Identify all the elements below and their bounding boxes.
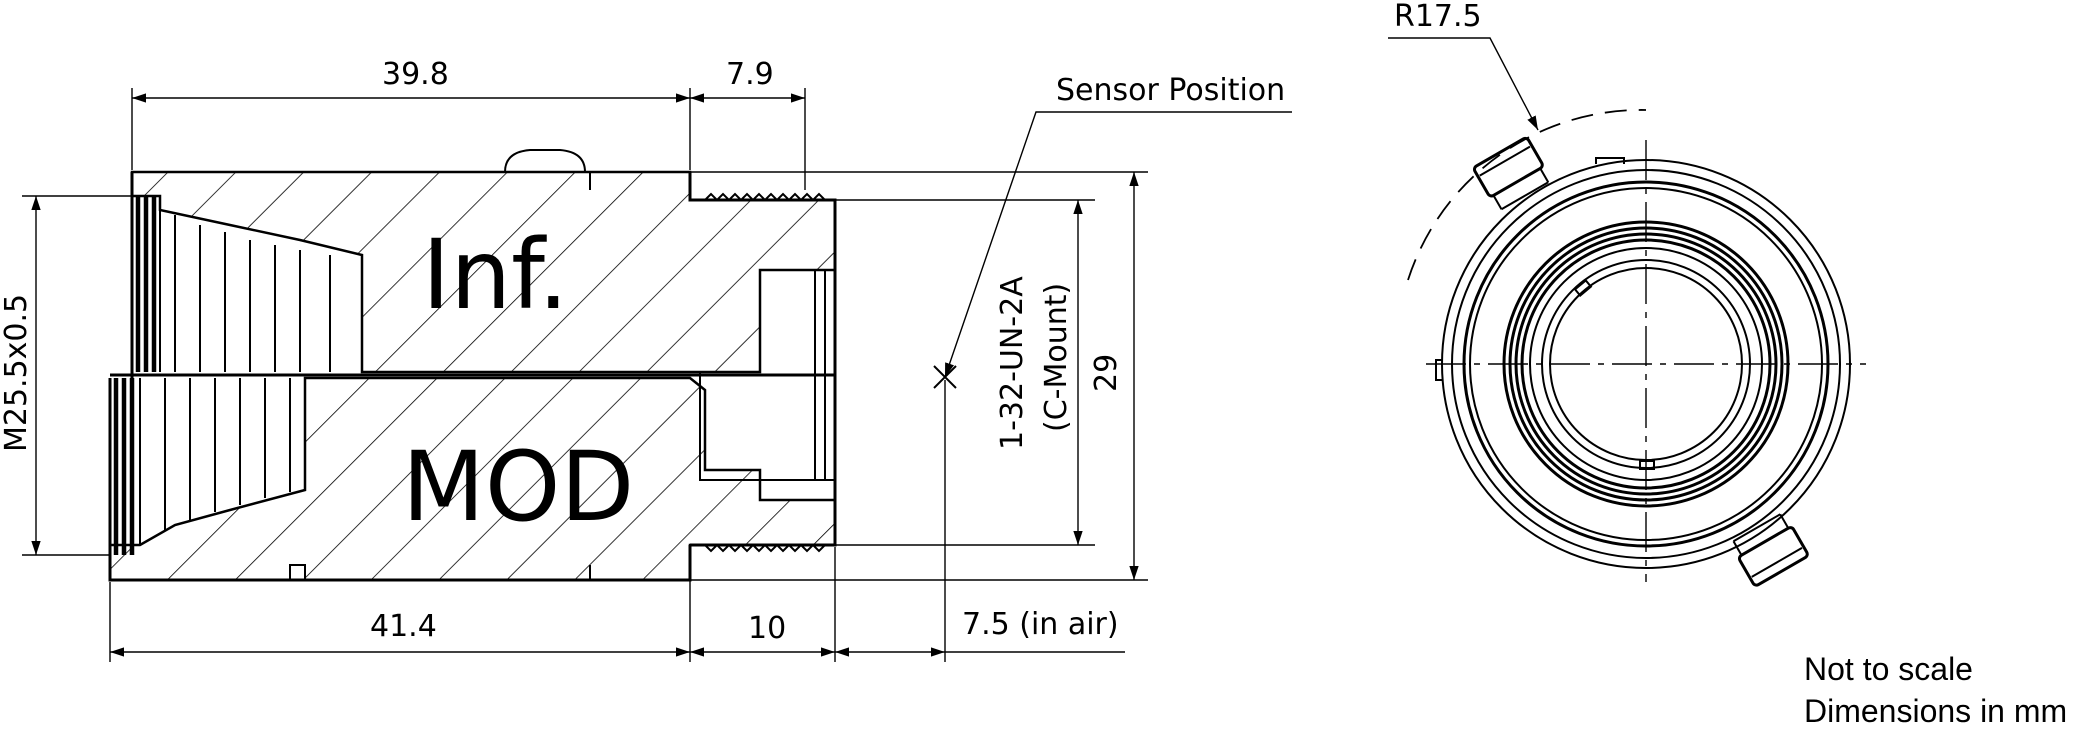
extension-lines — [22, 88, 1148, 662]
mount-ring — [1469, 187, 1823, 541]
dim-top-mount: 7.9 — [726, 57, 774, 92]
c-mount-thread-bottom — [704, 543, 826, 553]
sensor-position-label: Sensor Position — [1056, 73, 1285, 108]
front-view: R17.5 — [1388, 0, 1866, 587]
sensor-position-leader — [944, 111, 1292, 378]
lower-knob — [1732, 513, 1809, 587]
side-view: Inf. MOD 39.8 7.9 41.4 10 7.5 (in air) M… — [0, 57, 1292, 662]
dim-flange-air: 7.5 (in air) — [962, 607, 1119, 642]
thread-ring-3 — [1514, 232, 1778, 496]
index-mark-bottom — [1639, 460, 1655, 470]
thread-ring-2 — [1508, 226, 1784, 502]
thread-ring-4 — [1520, 238, 1772, 490]
outer-ring-edge — [1462, 180, 1830, 548]
thread-ring-5 — [1529, 247, 1763, 481]
front-thread-upper — [135, 196, 157, 372]
radius-leader — [1388, 37, 1539, 131]
thread-ring-1 — [1502, 220, 1790, 508]
upper-knob — [1472, 136, 1550, 211]
radius-arc — [1407, 109, 1647, 281]
c-mount-thread-top — [704, 192, 826, 202]
front-thread-lower — [113, 378, 135, 555]
dim-thread-diameter: M25.5x0.5 — [0, 294, 34, 452]
outer-ring-inner — [1451, 169, 1841, 559]
dim-bottom-length: 41.4 — [370, 609, 437, 644]
dim-mount-diameter: 29 — [1089, 354, 1124, 392]
note-scale: Not to scale — [1804, 651, 1973, 687]
radius-label: R17.5 — [1394, 0, 1482, 34]
locking-knob — [504, 149, 586, 173]
ring-tab-left — [1435, 359, 1442, 381]
note-units: Dimensions in mm — [1804, 693, 2067, 729]
label-mod: MOD — [402, 431, 634, 543]
inner-lens-steps-lower — [139, 378, 291, 545]
barrel-notches — [289, 172, 591, 580]
outer-ring — [1441, 159, 1851, 569]
inner-lens-steps-upper — [159, 196, 331, 372]
rear-mount-detail — [699, 269, 836, 481]
dim-mount-thread: 1-32-UN-2A — [995, 276, 1030, 450]
dim-top-length: 39.8 — [382, 57, 449, 92]
dim-bottom-mount: 10 — [748, 611, 786, 646]
index-mark-top — [1573, 279, 1593, 297]
ring-tab-top — [1595, 157, 1625, 164]
center-lines — [1426, 140, 1866, 582]
label-inf: Inf. — [422, 219, 568, 331]
dim-mount-type: (C-Mount) — [1039, 283, 1074, 432]
